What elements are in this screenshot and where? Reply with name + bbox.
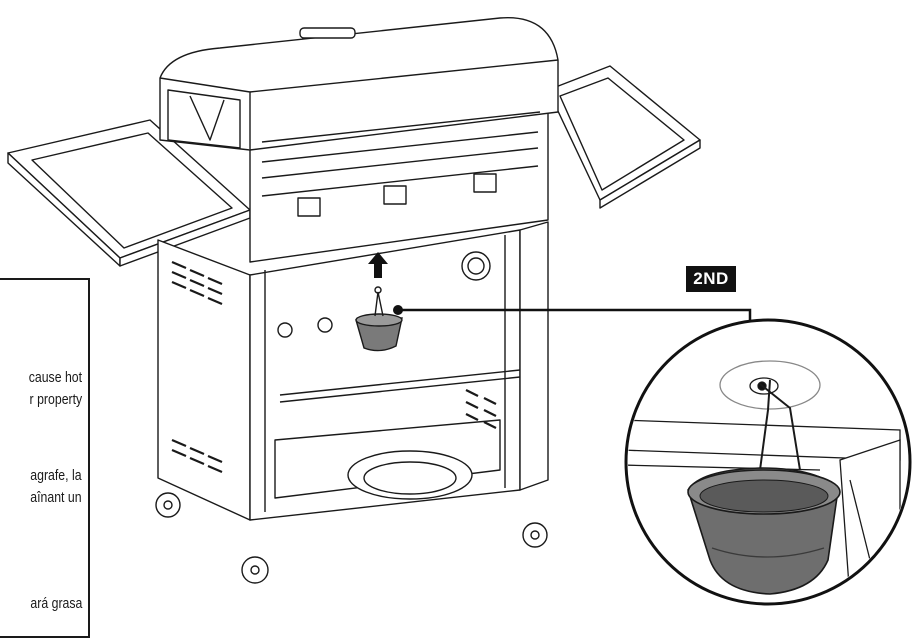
detail-magnifier	[624, 318, 912, 606]
warning-line-4: aînant un	[30, 489, 82, 506]
step-badge: 2ND	[686, 266, 736, 292]
vent-slots	[171, 260, 497, 474]
warning-line-1: cause hot	[28, 369, 82, 386]
caster-wheels	[155, 492, 548, 584]
control-panel	[249, 109, 549, 263]
up-arrow-icon	[368, 252, 388, 278]
right-side-shelf	[547, 65, 701, 209]
warning-line-3: agrafe, la	[30, 467, 82, 484]
grill-lid	[159, 17, 559, 151]
warning-panel: cause hot r property agrafe, la aînant u…	[0, 278, 90, 638]
warning-line-5: ará grasa	[30, 595, 82, 612]
grease-cup-small	[355, 286, 403, 352]
warning-line-2: r property	[29, 391, 82, 408]
left-side-shelf	[7, 119, 251, 267]
cart-body	[157, 221, 549, 521]
